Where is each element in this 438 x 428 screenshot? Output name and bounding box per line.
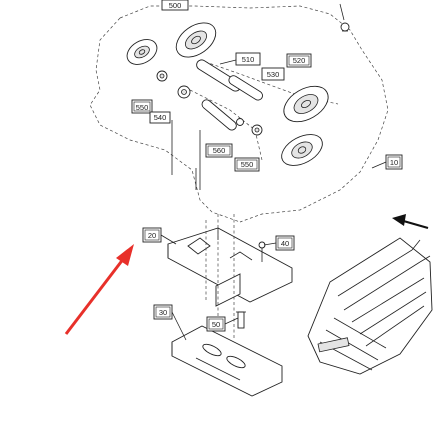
svg-text:550: 550 (241, 160, 254, 169)
svg-text:550: 550 (136, 103, 149, 112)
callout-20: 20 (142, 227, 162, 243)
idler-wheel-lower (281, 134, 323, 166)
callout-550-lower: 550 (234, 157, 260, 172)
callout-510: 510 (235, 52, 261, 66)
idler-wheel-right (283, 85, 329, 123)
svg-text:50: 50 (212, 320, 220, 329)
rubber-pad-30 (171, 325, 283, 397)
callout-560: 560 (205, 143, 233, 158)
shaft-parts (156, 59, 263, 190)
grease-nipple (339, 3, 350, 32)
svg-text:30: 30 (159, 308, 167, 317)
callout-10: 10 (385, 154, 403, 170)
svg-text:10: 10 (390, 158, 398, 167)
svg-text:530: 530 (267, 70, 280, 79)
track-chain (307, 237, 433, 375)
bolt-40 (258, 241, 266, 262)
black-arrow (392, 214, 429, 230)
callout-520: 520 (286, 53, 312, 68)
bolt-50 (236, 311, 246, 329)
red-arrow (64, 244, 134, 335)
svg-text:40: 40 (281, 239, 289, 248)
callout-30: 30 (153, 304, 173, 320)
callout-40: 40 (275, 235, 295, 251)
svg-text:540: 540 (154, 113, 167, 122)
svg-text:500: 500 (169, 1, 182, 10)
idler-wheel-upper (175, 22, 217, 58)
svg-text:20: 20 (148, 231, 156, 240)
callout-550-upper: 550 (131, 99, 153, 114)
callout-50: 50 (206, 316, 226, 332)
svg-text:520: 520 (293, 56, 306, 65)
callout-500: 500 (161, 0, 189, 11)
upper-assembly-outline (89, 5, 389, 223)
svg-text:510: 510 (242, 55, 255, 64)
callout-540: 540 (149, 111, 171, 124)
track-bracket (167, 214, 293, 340)
idler-wheel-left (126, 39, 158, 65)
callout-530: 530 (261, 67, 285, 81)
leader-lines (160, 59, 387, 341)
svg-text:560: 560 (213, 146, 226, 155)
